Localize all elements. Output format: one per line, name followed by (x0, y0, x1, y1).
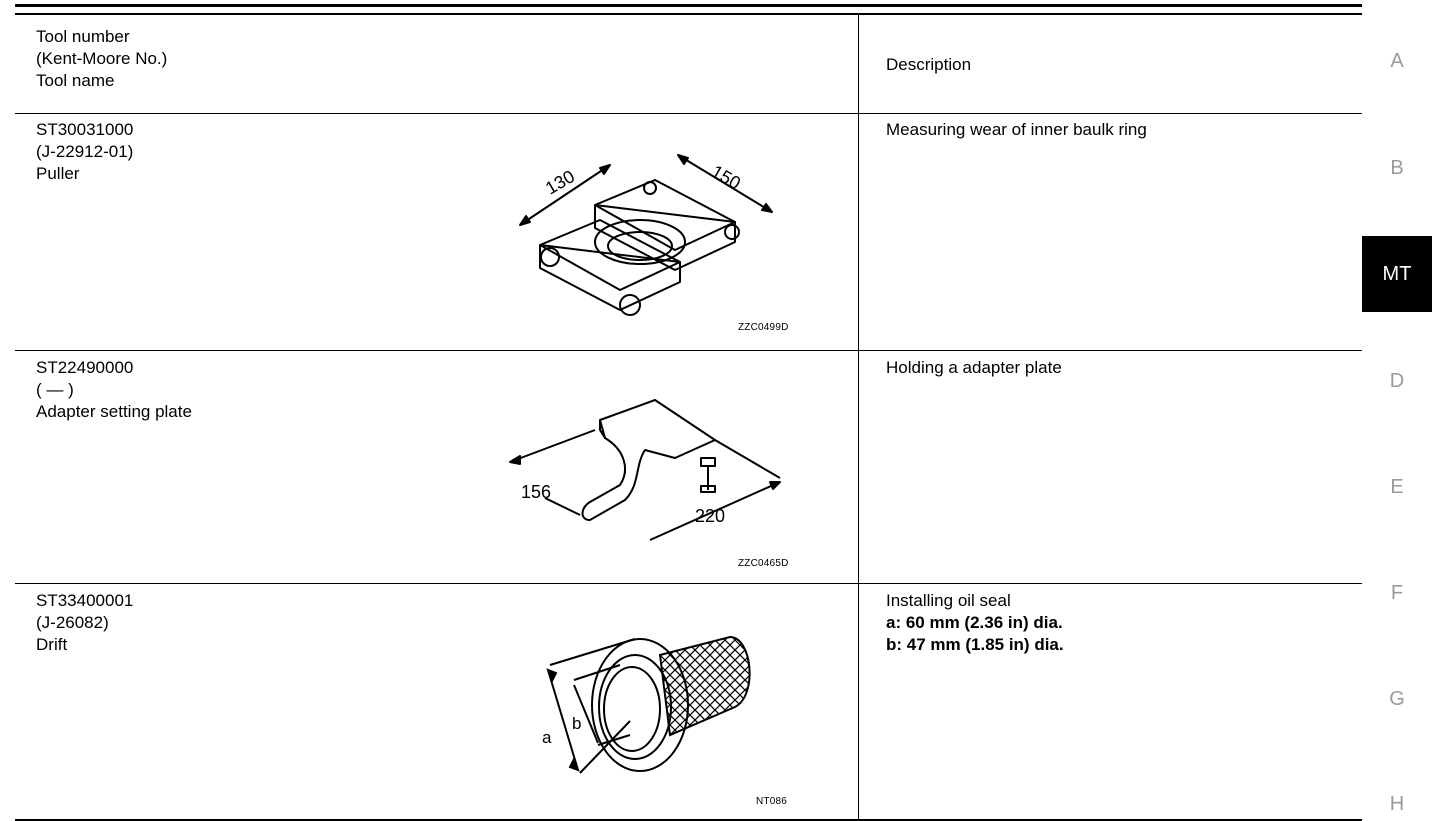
header-tool-columns: Tool number (Kent-Moore No.) Tool name (36, 26, 167, 92)
kent-moore-number: ( — ) (36, 380, 74, 399)
tool-description: Measuring wear of inner baulk ring (886, 120, 1147, 139)
drift-illustration: a b (542, 635, 751, 774)
puller-illustration: 130 150 (519, 154, 773, 316)
figure-code: NT086 (756, 796, 788, 807)
dimension-150: 150 (708, 161, 744, 193)
table-top-rule-thick (15, 4, 1362, 7)
table-bottom-rule (15, 819, 1362, 821)
header-divider (15, 113, 1362, 114)
table-top-rule (15, 13, 1362, 15)
tool-description: Installing oil seal (886, 591, 1011, 610)
tool-description-block: Installing oil seal a: 60 mm (2.36 in) d… (886, 590, 1064, 656)
tool-name: Drift (36, 635, 68, 654)
tool-number: ST22490000 (36, 358, 134, 377)
tool-description: Holding a adapter plate (886, 358, 1062, 377)
dimension-a: a (542, 728, 552, 747)
section-tab-h[interactable]: H (1389, 793, 1405, 815)
section-tab-a[interactable]: A (1390, 50, 1404, 72)
spec-a: a: 60 mm (2.36 in) dia. (886, 613, 1063, 632)
tool-name: Puller (36, 164, 80, 183)
section-tab-b[interactable]: B (1390, 157, 1404, 179)
section-tab-e[interactable]: E (1390, 476, 1404, 498)
dimension-b: b (572, 714, 581, 733)
section-tab-d[interactable]: D (1389, 370, 1405, 392)
row-divider-1 (15, 350, 1362, 351)
spec-b: b: 47 mm (1.85 in) dia. (886, 635, 1064, 654)
table-row: ST30031000 (J-22912-01) Puller (36, 119, 133, 185)
dimension-156: 156 (521, 482, 551, 502)
section-tab-g[interactable]: G (1389, 688, 1405, 710)
tool-number: ST33400001 (36, 591, 134, 610)
header-tool-number: Tool number (36, 27, 130, 46)
adapter-plate-illustration: 156 220 (509, 399, 781, 541)
table-row: ST33400001 (J-26082) Drift (36, 590, 133, 656)
tool-number: ST30031000 (36, 120, 134, 139)
dimension-130: 130 (542, 166, 578, 198)
dimension-220: 220 (695, 506, 725, 526)
column-divider (858, 15, 859, 819)
tool-name: Adapter setting plate (36, 402, 192, 421)
figure-code: ZZC0465D (738, 558, 789, 569)
header-tool-name: Tool name (36, 71, 115, 90)
kent-moore-number: (J-26082) (36, 613, 109, 632)
row-divider-2 (15, 583, 1362, 584)
section-tab-f[interactable]: F (1390, 582, 1404, 604)
header-kent-moore: (Kent-Moore No.) (36, 49, 168, 68)
kent-moore-number: (J-22912-01) (36, 142, 134, 161)
table-row: ST22490000 ( — ) Adapter setting plate (36, 357, 192, 423)
figure-code: ZZC0499D (738, 322, 789, 333)
header-description: Description (886, 55, 972, 74)
section-tab-mt[interactable]: MT (1362, 236, 1432, 312)
